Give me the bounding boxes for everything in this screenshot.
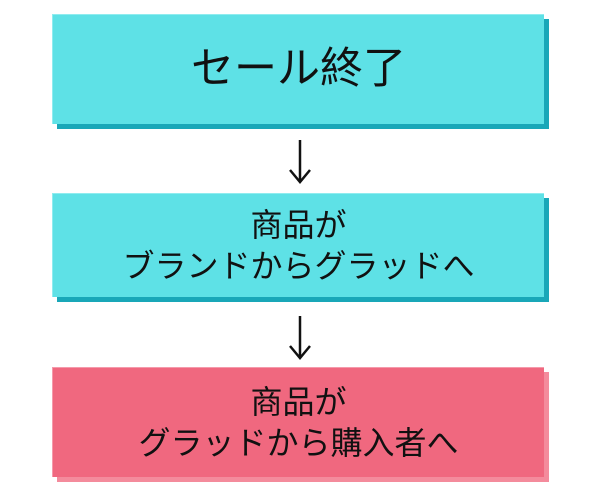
flow-step-brand-to-glad: 商品が ブランドからグラッドへ [52, 193, 544, 297]
step-label: セール終了 [191, 43, 406, 94]
down-arrow-icon [289, 140, 311, 184]
step-label-line-1: 商品が [250, 382, 347, 421]
step-label-line-1: 商品が [250, 205, 347, 244]
flow-step-sale-end: セール終了 [52, 14, 544, 124]
down-arrow-icon [289, 316, 311, 360]
step-label-line-2: グラッドから購入者へ [138, 423, 459, 462]
flow-step-glad-to-buyer: 商品が グラッドから購入者へ [52, 367, 544, 477]
step-label-line-2: ブランドからグラッドへ [122, 246, 475, 285]
